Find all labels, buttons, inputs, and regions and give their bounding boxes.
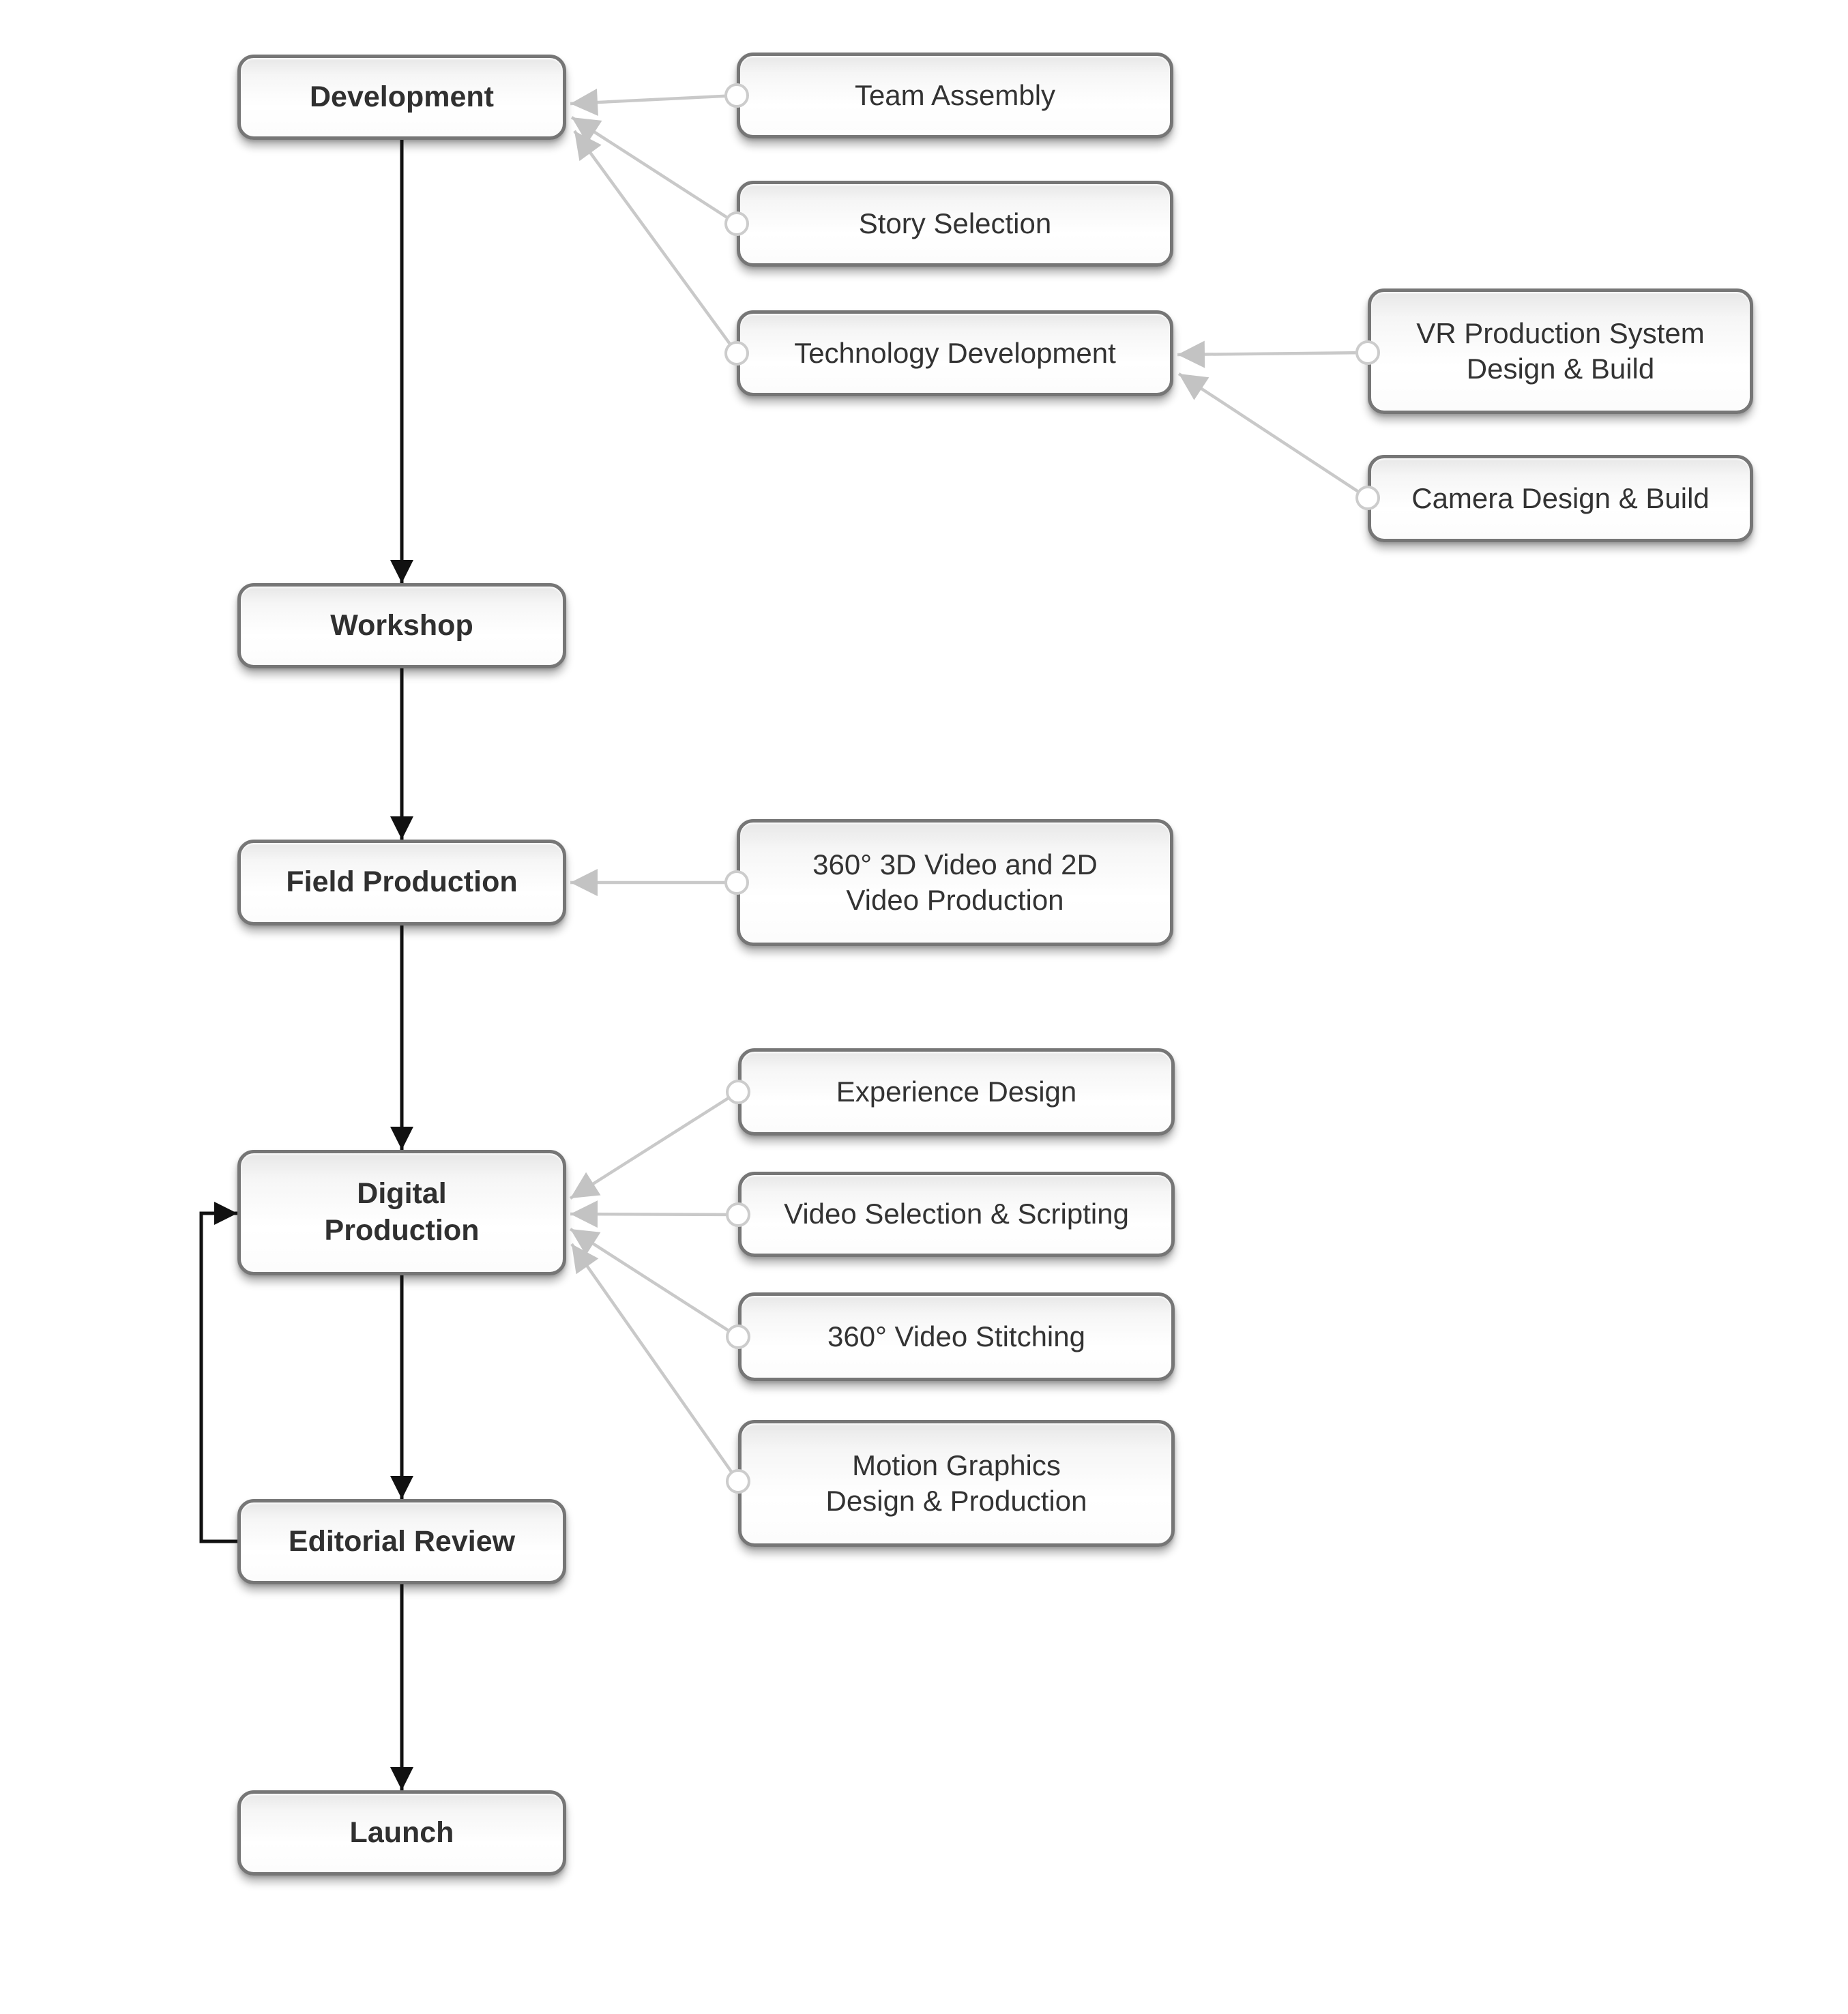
node-motion-graphics: Motion Graphics Design & Production xyxy=(738,1420,1175,1547)
node-field-production-label: Field Production xyxy=(286,865,518,899)
edge-editorial-digital-feedback-loop xyxy=(199,1202,237,1543)
node-editorial-review: Editorial Review xyxy=(237,1499,566,1584)
edge-experience-design-digital-production xyxy=(569,1091,739,1200)
node-360-video-stitching: 360° Video Stitching xyxy=(738,1292,1175,1381)
node-team-assembly-label: Team Assembly xyxy=(854,78,1056,111)
edge-vr-system-technology-development xyxy=(1177,340,1368,368)
node-field-production: Field Production xyxy=(237,840,566,925)
node-workshop: Workshop xyxy=(237,583,566,668)
node-development: Development xyxy=(237,55,566,140)
node-360-3d-video-label: 360° 3D Video and 2D Video Production xyxy=(812,848,1098,917)
node-launch-label: Launch xyxy=(349,1816,454,1849)
edge-team-assembly-development xyxy=(570,89,737,117)
node-vr-production-system-label: VR Production System Design & Build xyxy=(1416,316,1705,385)
node-experience-design-label: Experience Design xyxy=(836,1075,1077,1108)
node-editorial-review-label: Editorial Review xyxy=(288,1524,516,1558)
node-story-selection: Story Selection xyxy=(737,181,1173,267)
node-camera-design-build: Camera Design & Build xyxy=(1368,455,1753,542)
node-experience-design: Experience Design xyxy=(738,1048,1175,1136)
node-video-selection-scripting: Video Selection & Scripting xyxy=(738,1172,1175,1257)
edge-video-stitching-digital-production xyxy=(569,1228,739,1338)
node-technology-development-label: Technology Development xyxy=(794,336,1116,369)
node-vr-production-system: VR Production System Design & Build xyxy=(1368,288,1753,414)
node-motion-graphics-label: Motion Graphics Design & Production xyxy=(825,1449,1087,1517)
node-digital-production-label: Digital Production xyxy=(324,1177,480,1247)
node-video-selection-scripting-label: Video Selection & Scripting xyxy=(784,1198,1129,1230)
edge-story-selection-development xyxy=(570,116,738,225)
node-digital-production: Digital Production xyxy=(237,1150,566,1275)
node-technology-development: Technology Development xyxy=(737,310,1173,396)
node-360-video-stitching-label: 360° Video Stitching xyxy=(827,1320,1085,1352)
node-launch: Launch xyxy=(237,1790,566,1876)
edge-camera-technology-development xyxy=(1177,372,1369,499)
node-camera-design-build-label: Camera Design & Build xyxy=(1411,482,1710,514)
node-team-assembly: Team Assembly xyxy=(737,53,1173,138)
node-360-3d-video: 360° 3D Video and 2D Video Production xyxy=(737,819,1173,946)
node-story-selection-label: Story Selection xyxy=(858,207,1052,239)
edge-video-selection-digital-production xyxy=(570,1200,739,1228)
edge-motion-graphics-digital-production xyxy=(570,1243,739,1483)
node-development-label: Development xyxy=(309,80,494,113)
node-workshop-label: Workshop xyxy=(330,608,473,642)
edge-technology-development-development xyxy=(573,130,738,355)
